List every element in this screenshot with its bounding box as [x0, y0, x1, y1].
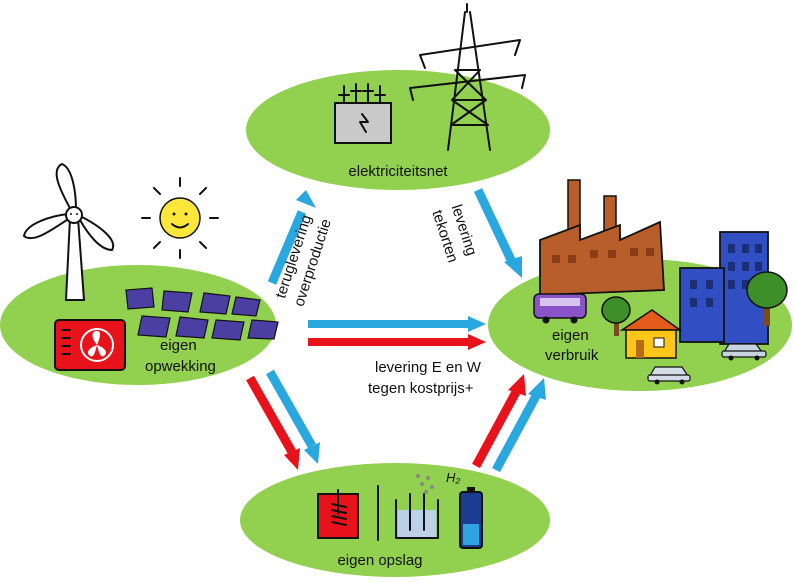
wind-turbine-icon [22, 162, 115, 301]
solar-panel-icon [125, 287, 279, 341]
hydrogen-symbol: H₂ [446, 470, 460, 485]
house-icon [619, 309, 683, 359]
battery-icon [459, 487, 483, 549]
sun-icon [141, 177, 219, 259]
edge-gen-cons-line2: tegen kostprijs+ [368, 380, 474, 397]
hydrogen-tank-icon [377, 474, 439, 541]
tree-icon [601, 271, 788, 336]
car-icon [647, 343, 767, 385]
arrow-gen-to-storage-electric [266, 369, 320, 464]
arrow-grid-to-cons [473, 188, 522, 278]
power-pylon-icon [409, 3, 526, 151]
consumption-label-line2: verbruik [545, 347, 599, 364]
arrow-storage-to-cons-electric [492, 378, 546, 473]
generation-label-line1: eigen [160, 337, 197, 354]
heat-storage-icon [317, 489, 359, 539]
consumption-label-line1: eigen [552, 327, 589, 344]
heat-pump-icon [54, 319, 126, 371]
arrow-gen-to-storage-heat [246, 375, 300, 470]
factory-icon [539, 179, 665, 296]
grid-label: elektriciteitsnet [348, 163, 448, 180]
arrow-gen-to-cons-heat [308, 334, 486, 350]
bus-icon [533, 293, 587, 324]
arrow-gen-to-grid [267, 190, 316, 285]
arrow-storage-to-cons-heat [472, 374, 526, 469]
storage-label: eigen opslag [337, 552, 422, 569]
generation-label-line2: opwekking [145, 358, 216, 375]
arrow-gen-to-cons-electric [308, 316, 486, 332]
edge-gen-cons-line1: levering E en W [375, 359, 482, 376]
transformer-icon [334, 83, 392, 144]
